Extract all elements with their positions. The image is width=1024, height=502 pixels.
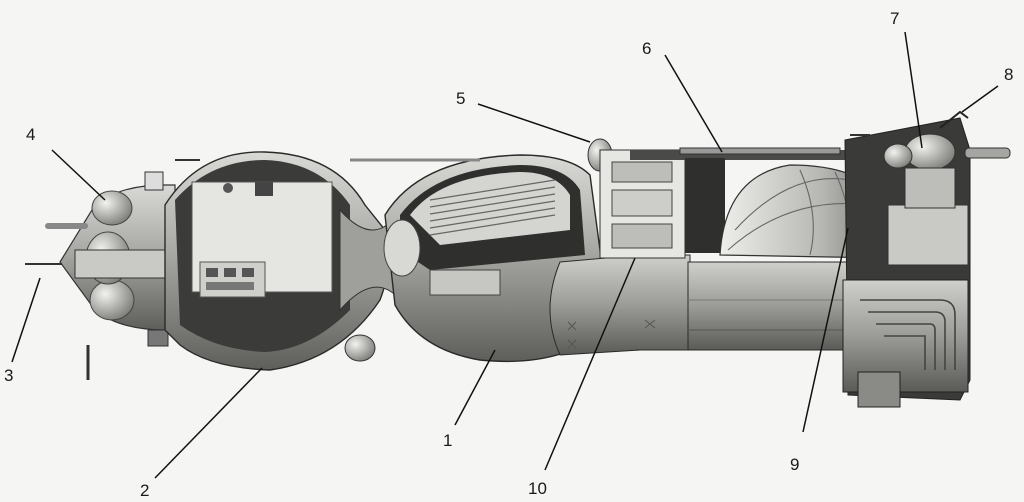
callout-labels: 1 2 3 4 5 6 7 8 9 10 (4, 9, 1013, 500)
habitation-module (164, 151, 390, 371)
leader-line-4 (51, 149, 106, 201)
callout-10: 10 (528, 479, 547, 498)
callout-6: 6 (642, 39, 651, 58)
leader-line-8 (961, 85, 999, 113)
callout-9: 9 (790, 455, 799, 474)
leader-line-1 (454, 349, 496, 426)
callout-3: 3 (4, 366, 13, 385)
service-module (549, 147, 849, 356)
callout-5: 5 (456, 89, 465, 108)
descent-module (350, 138, 613, 363)
leader-line-10 (544, 257, 636, 471)
callout-4: 4 (26, 125, 35, 144)
leader-line-5 (477, 103, 591, 143)
callout-leader-lines (11, 31, 999, 479)
callout-8: 8 (1004, 65, 1013, 84)
leader-line-9 (802, 227, 849, 433)
leader-line-2 (154, 367, 263, 479)
aft-propulsion-section (842, 110, 1011, 408)
leader-line-6 (664, 54, 723, 153)
orbital-module (25, 171, 176, 380)
callout-1: 1 (443, 431, 452, 450)
callout-2: 2 (140, 481, 149, 500)
leader-line-7 (904, 31, 923, 149)
callout-7: 7 (890, 9, 899, 28)
leader-line-3 (11, 277, 41, 363)
